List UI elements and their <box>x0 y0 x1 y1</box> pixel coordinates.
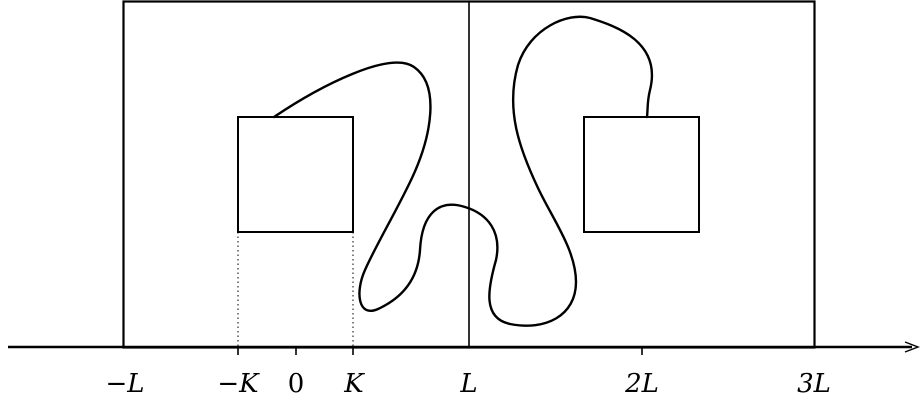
label-3L: 3L <box>797 369 831 399</box>
label-neg-K: −K <box>217 369 260 399</box>
axis-arrowhead-icon <box>904 341 920 353</box>
label-neg-L: −L <box>105 369 144 399</box>
label-K: K <box>343 369 365 399</box>
axis-ticks <box>237 347 643 355</box>
label-zero: 0 <box>288 369 305 399</box>
left-inner-square <box>237 116 354 233</box>
connecting-curve <box>272 15 654 327</box>
right-inner-square <box>583 116 700 233</box>
label-2L: 2L <box>624 369 659 399</box>
label-L: L <box>459 369 477 399</box>
